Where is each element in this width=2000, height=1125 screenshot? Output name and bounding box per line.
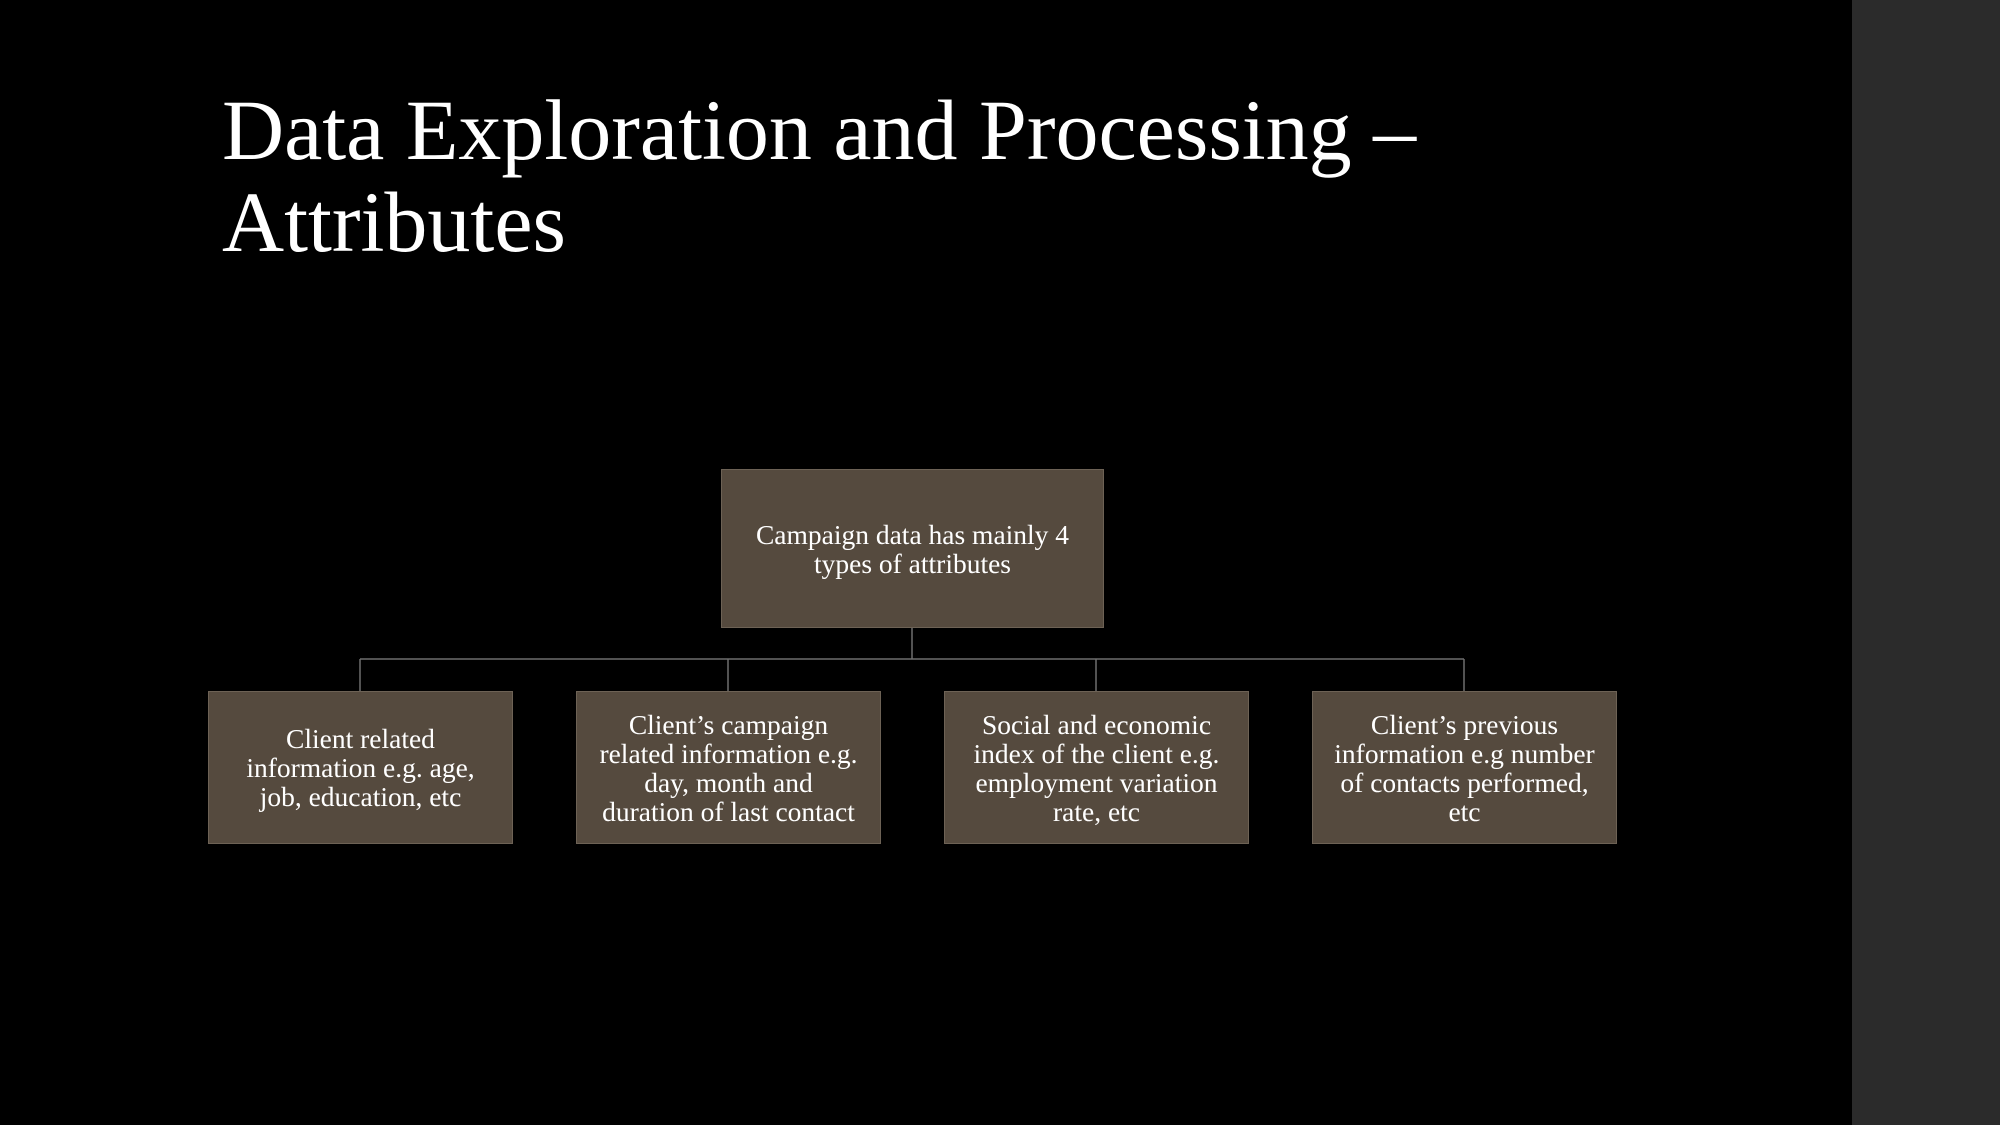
child-node-line: information e.g. age, — [246, 752, 475, 783]
root-node: Campaign data has mainly 4 types of attr… — [721, 469, 1104, 628]
child-node-line: Client related — [286, 723, 435, 754]
slide-title-line: Data Exploration and Processing – — [222, 82, 1417, 178]
child-node-line: of contacts performed, — [1340, 766, 1589, 798]
root-node-text: Campaign data has mainly 4 types of attr… — [756, 520, 1069, 578]
child-node-line: Social and economic — [981, 708, 1212, 740]
root-node-line: Campaign data has mainly 4 — [755, 518, 1070, 550]
root-node-line: types of attributes — [813, 547, 1012, 579]
child-node-line: Client’s campaign — [628, 708, 829, 740]
child-node-line: duration of last contact — [602, 795, 855, 827]
child-node-text: Social and economic index of the client … — [974, 710, 1220, 826]
slide-title: Data Exploration and Processing – Attrib… — [222, 84, 1672, 268]
child-node-line: rate, etc — [1052, 795, 1140, 827]
child-node-text: Client’s previous information e.g number… — [1334, 710, 1594, 826]
child-node-line: Client’s previous — [1370, 708, 1559, 740]
child-node-text: Client related information e.g. age, job… — [246, 724, 474, 811]
side-panel — [1852, 0, 2000, 1125]
slide-title-line: Attributes — [222, 174, 566, 270]
child-node-line: information e.g number — [1334, 737, 1595, 769]
child-node-client-info: Client related information e.g. age, job… — [208, 691, 513, 844]
child-node-line: job, education, etc — [259, 781, 462, 812]
child-node-previous-info: Client’s previous information e.g number… — [1312, 691, 1617, 844]
hierarchy-connectors — [359, 628, 1465, 691]
child-node-campaign-info: Client’s campaign related information e.… — [576, 691, 881, 844]
child-node-line: employment variation — [975, 766, 1218, 798]
slide: Data Exploration and Processing – Attrib… — [208, 84, 1672, 844]
child-node-line: etc — [1448, 795, 1481, 827]
child-node-text: Client’s campaign related information e.… — [599, 710, 857, 826]
child-node-socioeconomic-index: Social and economic index of the client … — [944, 691, 1249, 844]
child-node-line: related information e.g. — [599, 737, 858, 769]
child-node-line: index of the client e.g. — [973, 737, 1220, 769]
child-node-line: day, month and — [644, 766, 813, 798]
